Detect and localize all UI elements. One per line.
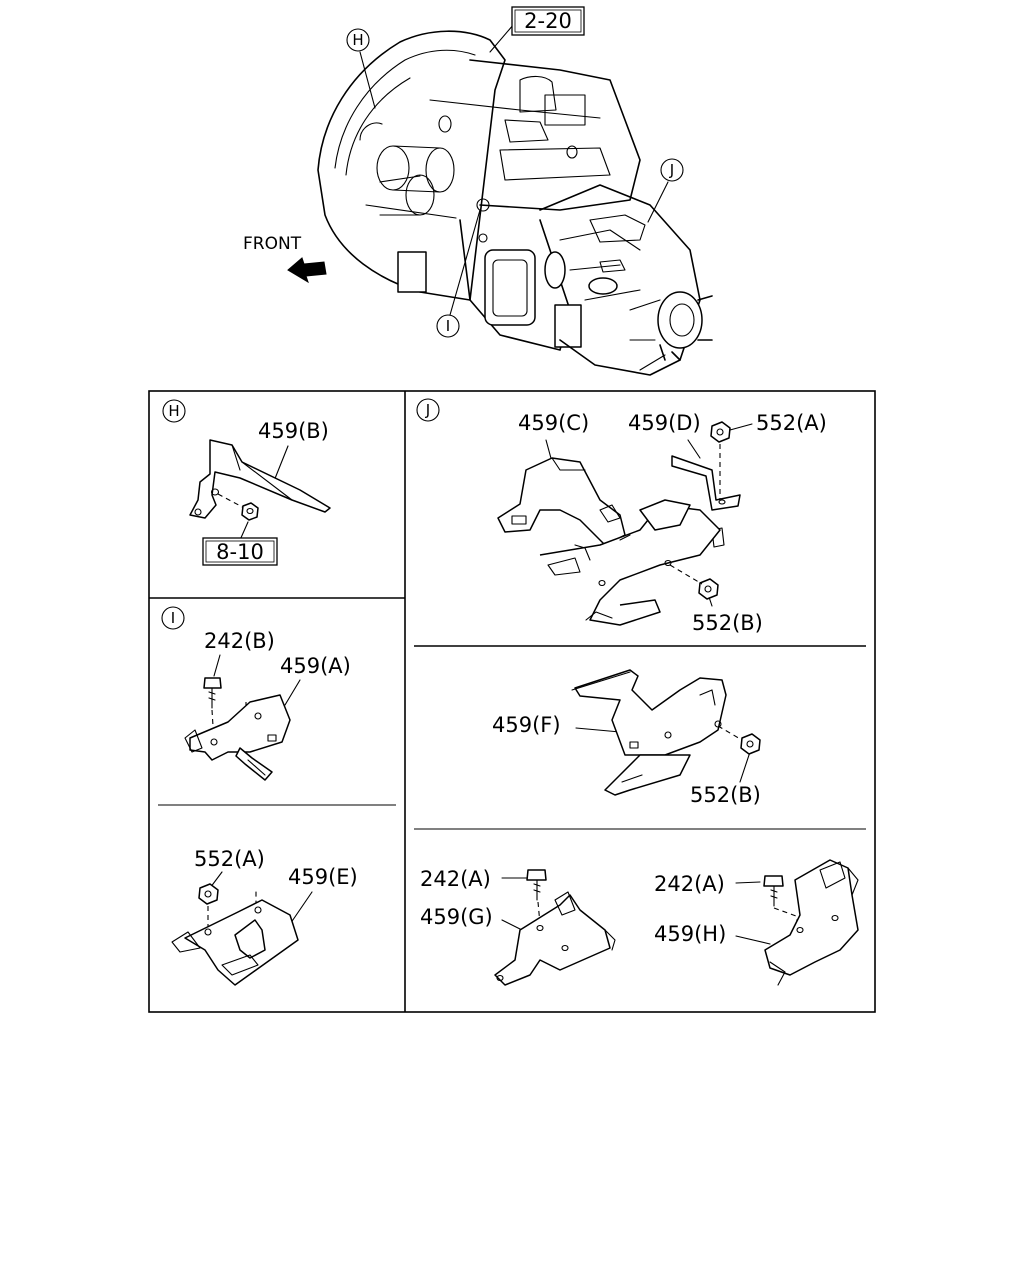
- svg-text:I: I: [171, 609, 175, 627]
- panel-i-marker: I: [161, 606, 185, 630]
- front-label: FRONT: [243, 234, 302, 254]
- part-label-459b: 459(B): [258, 419, 329, 443]
- nut-552a-j-icon: [710, 421, 731, 443]
- callout-h-overview: H: [346, 28, 370, 52]
- bracket-459f-drawing: [571, 669, 727, 796]
- svg-text:8-10: 8-10: [216, 540, 264, 564]
- nut-label-552b-f: 552(B): [690, 783, 761, 807]
- svg-text:H: H: [352, 31, 363, 49]
- callout-i-overview: I: [436, 314, 460, 338]
- bracket-459e-drawing: [171, 899, 299, 986]
- bracket-459a-drawing: [184, 694, 291, 781]
- nut-552b-j-icon: [698, 578, 719, 600]
- callout-j-overview: J: [660, 158, 684, 182]
- nut-label-552a-j: 552(A): [756, 411, 827, 435]
- bracket-459c-drawing: [497, 457, 721, 626]
- bolt-242a-g-icon: [526, 869, 547, 901]
- nut-552b-f-icon: [740, 733, 761, 755]
- part-label-459c: 459(C): [518, 411, 589, 435]
- panel-j-marker: J: [416, 398, 440, 422]
- panel-h-marker: H: [162, 399, 186, 423]
- svg-text:2-20: 2-20: [524, 9, 572, 33]
- bolt-242b-icon: [203, 677, 222, 709]
- overview-leaders: [359, 23, 669, 316]
- bolt-8-10-icon: [241, 502, 259, 521]
- bolt-label-242b: 242(B): [204, 629, 275, 653]
- bracket-459h-drawing: [764, 859, 859, 986]
- ref-box-8-10[interactable]: 8-10: [202, 537, 278, 566]
- bolt-242a-h-icon: [763, 875, 784, 907]
- bracket-459g-drawing: [494, 891, 616, 986]
- svg-text:H: H: [168, 402, 179, 420]
- nut-label-552b-j: 552(B): [692, 611, 763, 635]
- transmission-assembly-drawing: [317, 30, 713, 376]
- front-arrow-icon: [287, 257, 327, 284]
- bolt-label-242a-g: 242(A): [420, 867, 491, 891]
- part-label-459e: 459(E): [288, 865, 358, 889]
- part-label-459f: 459(F): [492, 713, 561, 737]
- part-label-459g: 459(G): [420, 905, 493, 929]
- svg-text:J: J: [669, 161, 674, 179]
- detail-frame: [148, 390, 876, 1013]
- nut-label-552a-i: 552(A): [194, 847, 265, 871]
- bracket-459b-drawing: [189, 439, 331, 519]
- part-label-459d: 459(D): [628, 411, 701, 435]
- ref-box-2-20[interactable]: 2-20: [511, 6, 585, 36]
- part-label-459a: 459(A): [280, 654, 351, 678]
- part-label-459h: 459(H): [654, 922, 726, 946]
- nut-552a-i-icon: [198, 883, 219, 905]
- bolt-label-242a-h: 242(A): [654, 872, 725, 896]
- svg-text:I: I: [446, 317, 450, 335]
- svg-text:J: J: [425, 401, 430, 419]
